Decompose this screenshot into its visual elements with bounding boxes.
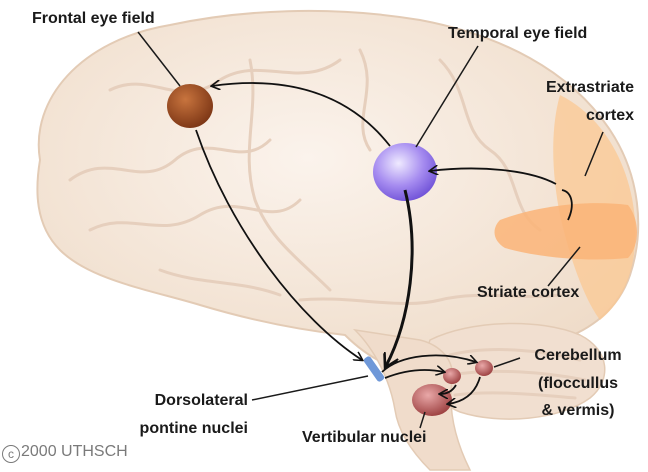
label-cerebellum-line2: (floccullus bbox=[537, 375, 618, 392]
arrow-cerebellum-to-vestibular bbox=[448, 376, 481, 404]
label-dorsolateral-line1: Dorsolateral bbox=[154, 392, 248, 409]
label-dorsolateral-line2: pontine nuclei bbox=[139, 420, 248, 437]
arrow-temporal-to-frontal bbox=[212, 83, 391, 147]
frontal-eye-field-node bbox=[167, 84, 213, 128]
striate-cortex-region bbox=[494, 203, 637, 260]
arrow-pontine-to-cerebellum-2 bbox=[384, 370, 444, 379]
leader-cerebellum bbox=[493, 357, 521, 368]
copyright-icon: c bbox=[2, 445, 20, 463]
vestibular-nuclei-node bbox=[412, 384, 452, 416]
label-cerebellum-line1: Cerebellum bbox=[534, 347, 622, 364]
leader-dorsolateral bbox=[251, 375, 369, 401]
label-cerebellum-line3: & vermis) bbox=[541, 402, 615, 419]
arrow-striate-to-extrastriate bbox=[561, 189, 573, 221]
label-vestibular-nuclei: Vertibular nuclei bbox=[302, 429, 427, 446]
arrow-cerebellum-to-vestibular-2 bbox=[440, 384, 457, 394]
copyright-text: 2000 UTHSCH bbox=[21, 443, 128, 460]
arrow-frontal-to-pontine bbox=[195, 129, 362, 360]
dorsolateral-pontine-nuclei-node bbox=[363, 356, 385, 382]
leader-striate bbox=[547, 246, 581, 287]
label-frontal-eye-field: Frontal eye field bbox=[32, 10, 155, 27]
leader-vestibular bbox=[419, 411, 426, 429]
label-extrastriate-line1: Extrastriate bbox=[545, 79, 634, 96]
leader-temporal-eye-field bbox=[415, 45, 479, 148]
label-extrastriate-line2: cortex bbox=[585, 107, 634, 124]
leader-frontal-eye-field bbox=[137, 31, 181, 87]
cerebellar-nucleus-small-node bbox=[443, 368, 461, 384]
cerebellar-nucleus-node bbox=[475, 360, 493, 376]
label-temporal-eye-field: Temporal eye field bbox=[448, 25, 588, 42]
pathway-arrows bbox=[195, 83, 573, 404]
arrow-pontine-to-cerebellum bbox=[381, 354, 476, 373]
label-striate-cortex: Striate cortex bbox=[477, 284, 580, 301]
arrow-extrastriate-to-temporal bbox=[430, 169, 557, 185]
temporal-eye-field-node bbox=[373, 143, 437, 201]
leader-lines bbox=[137, 31, 604, 429]
leader-extrastriate bbox=[584, 131, 604, 177]
arrow-temporal-to-pontine bbox=[386, 189, 414, 366]
